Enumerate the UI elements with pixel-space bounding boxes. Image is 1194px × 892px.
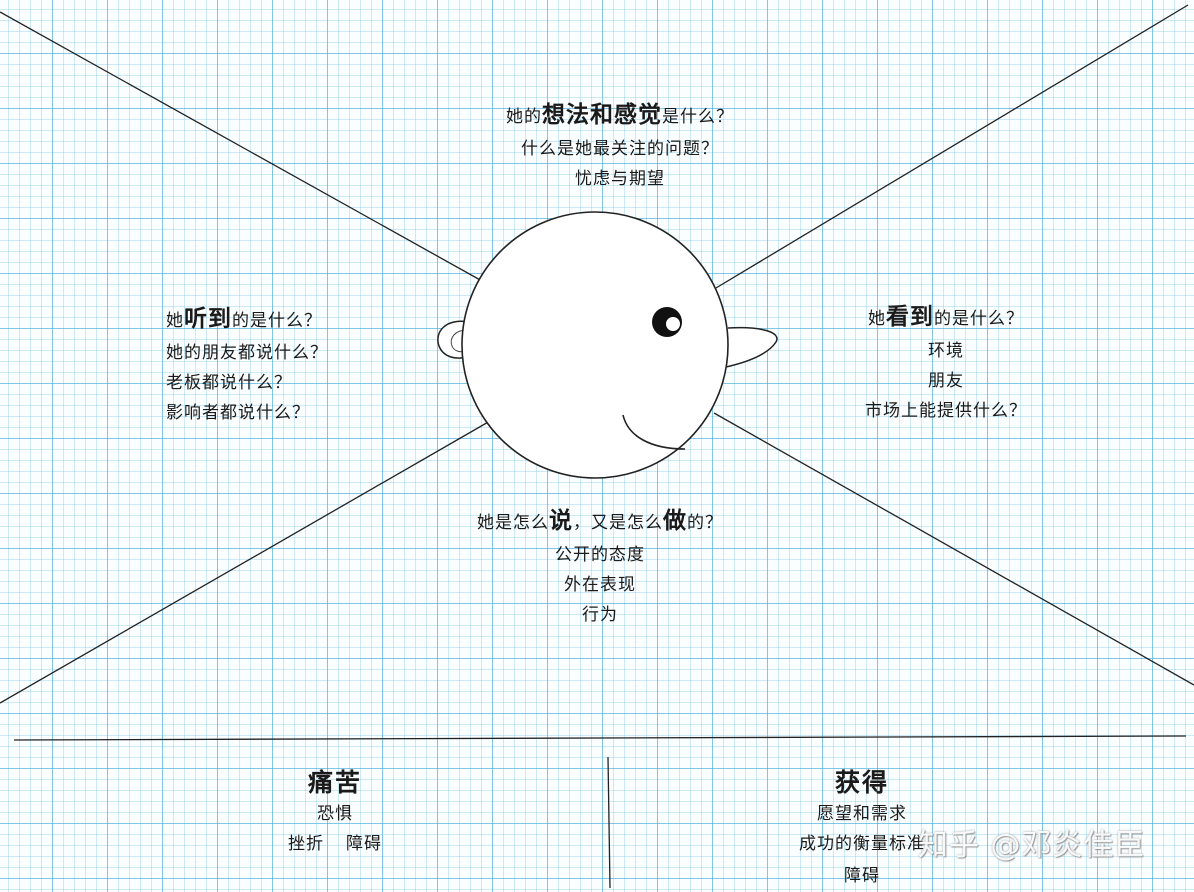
see-line-4: 市场上能提供什么？	[865, 401, 1027, 421]
think-feel-line-2: 什么是她最关注的问题？	[521, 139, 719, 159]
pain-line-1: 恐惧	[317, 804, 353, 824]
hear-line-3: 老板都说什么？	[166, 373, 292, 393]
face-circle	[461, 211, 729, 479]
section-divider-horizontal	[13, 735, 1187, 741]
section-divider-vertical	[607, 756, 611, 888]
gain-section: 获得 愿望和需求 成功的衡量标准 障碍	[762, 766, 962, 892]
think-feel-suffix: 是什么？	[662, 107, 734, 127]
diagonal-line-bottom-right	[713, 412, 1194, 686]
gain-line-3: 障碍	[844, 866, 880, 886]
gain-line-1: 愿望和需求	[817, 804, 907, 824]
hear-line-4: 影响者都说什么？	[166, 403, 310, 423]
say-do-line-4: 行为	[582, 605, 618, 625]
see-question: 她看到的是什么？	[836, 300, 1056, 336]
see-section: 她看到的是什么？ 环境 朋友 市场上能提供什么？	[836, 300, 1056, 426]
see-prefix: 她	[868, 309, 886, 329]
gain-title: 获得	[834, 768, 889, 797]
right-ear	[725, 326, 778, 368]
hear-highlight: 听到	[184, 306, 232, 332]
pain-obstacle: 障碍	[346, 834, 382, 854]
pain-line-2: 挫折 障碍	[235, 828, 435, 860]
say-do-question: 她是怎么说，又是怎么做的？	[420, 504, 780, 540]
think-feel-question: 她的想法和感觉是什么？	[420, 98, 820, 134]
say-do-middle: ，又是怎么	[573, 513, 663, 533]
see-suffix: 的是什么？	[934, 309, 1024, 329]
hear-prefix: 她	[166, 311, 184, 331]
hear-line-2: 她的朋友都说什么？	[166, 343, 328, 363]
smile-icon	[622, 414, 686, 450]
see-line-3: 朋友	[928, 371, 964, 391]
think-feel-highlight: 想法和感觉	[542, 102, 662, 128]
diagonal-line-top-left	[0, 11, 483, 282]
hear-question: 她听到的是什么？	[166, 302, 386, 338]
say-do-line-3: 外在表现	[564, 575, 636, 595]
see-highlight: 看到	[886, 304, 934, 330]
say-do-section: 她是怎么说，又是怎么做的？ 公开的态度 外在表现 行为	[420, 504, 780, 630]
diagonal-line-top-right	[715, 4, 1189, 289]
see-line-2: 环境	[928, 341, 964, 361]
hear-suffix: 的是什么？	[232, 311, 322, 331]
hear-section: 她听到的是什么？ 她的朋友都说什么？ 老板都说什么？ 影响者都说什么？	[166, 302, 386, 428]
pain-title: 痛苦	[307, 768, 362, 797]
eye-highlight	[666, 317, 680, 331]
watermark: 知乎 @邓炎佳臣	[918, 828, 1146, 863]
pain-section: 痛苦 恐惧 挫折 障碍	[235, 766, 435, 860]
say-do-line-2: 公开的态度	[555, 545, 645, 565]
think-feel-line-3: 忧虑与期望	[575, 169, 665, 189]
pain-frustration: 挫折	[288, 834, 324, 854]
think-feel-section: 她的想法和感觉是什么？ 什么是她最关注的问题？ 忧虑与期望	[420, 98, 820, 194]
say-highlight: 说	[549, 508, 573, 534]
think-feel-prefix: 她的	[506, 107, 542, 127]
left-ear-inner	[450, 329, 468, 353]
say-do-suffix: 的？	[687, 513, 723, 533]
do-highlight: 做	[663, 508, 687, 534]
head-icon	[437, 211, 778, 479]
say-do-prefix: 她是怎么	[477, 513, 549, 533]
diagonal-line-bottom-left	[0, 420, 491, 704]
gain-line-2: 成功的衡量标准	[799, 834, 925, 854]
